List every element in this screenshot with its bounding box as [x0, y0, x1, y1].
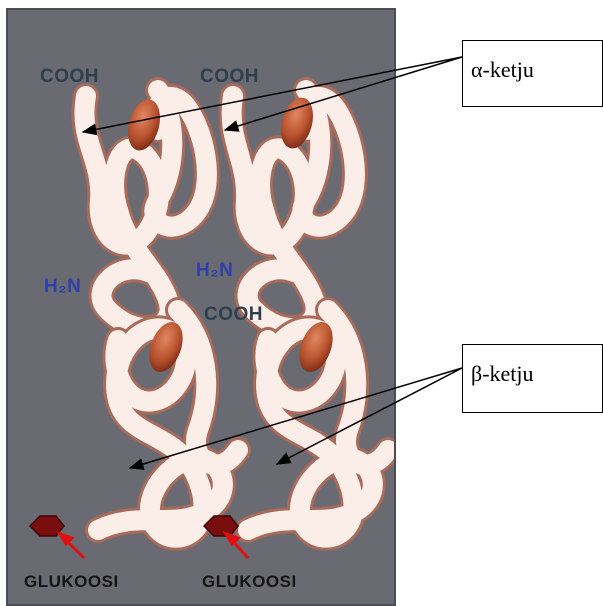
alpha-leader-arrow — [225, 57, 462, 130]
alpha-leader-arrow — [83, 57, 462, 132]
beta-leader-arrow — [130, 368, 462, 468]
